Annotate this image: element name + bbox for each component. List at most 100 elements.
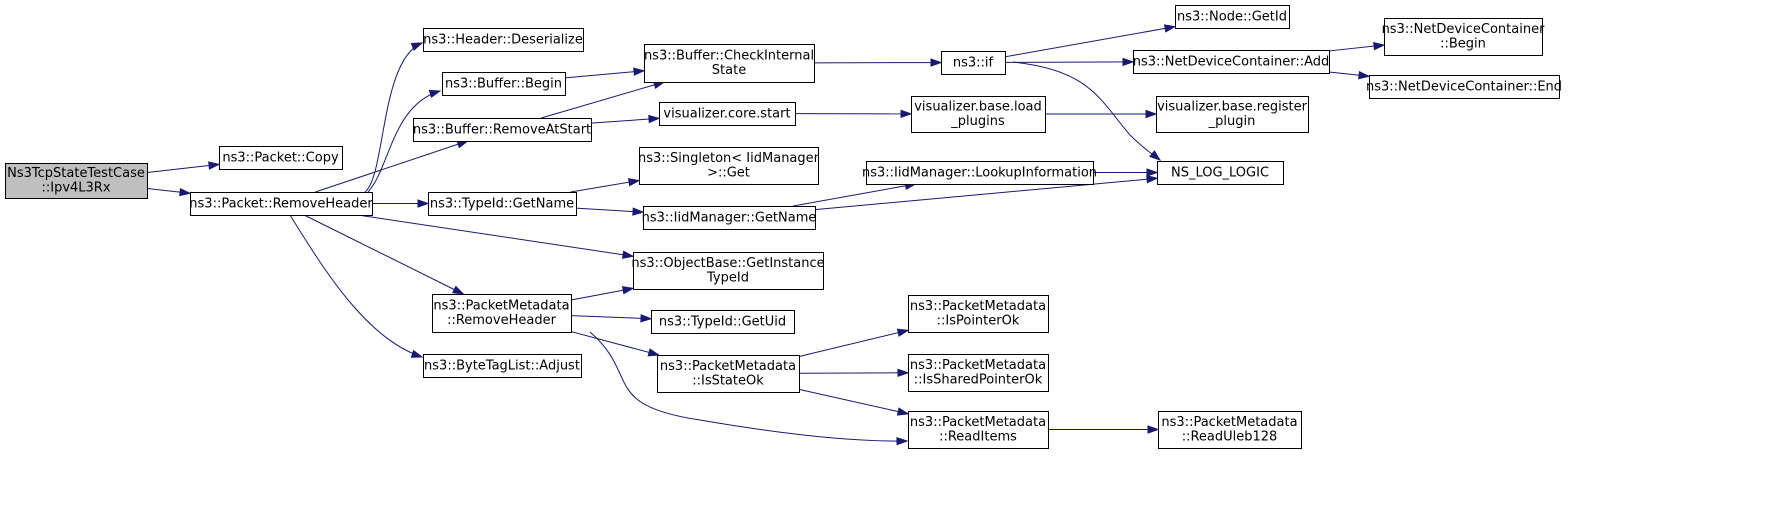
node-packet_removeheader[interactable]: ns3::Packet::RemoveHeader [189, 192, 373, 216]
node-label-line: ns3::TypeId::GetName [430, 196, 574, 211]
node-box [428, 192, 577, 216]
node-bytetaglist_adjust[interactable]: ns3::ByteTagList::Adjust [423, 354, 582, 378]
node-node_getid[interactable]: ns3::Node::GetId [1175, 5, 1290, 29]
node-typeid_getuid[interactable]: ns3::TypeId::GetUid [651, 310, 795, 334]
node-viz_base_register[interactable]: visualizer.base.register_plugin [1156, 96, 1309, 133]
node-pm_ispointerok[interactable]: ns3::PacketMetadata::IsPointerOk [908, 295, 1049, 333]
edge-viz_base_load-to-viz_base_register [1045, 109, 1158, 119]
edge-line [575, 207, 644, 213]
node-label-line: ns3::Packet::RemoveHeader [189, 196, 373, 211]
node-label-line: ns3::Buffer::CheckInternal [644, 49, 814, 64]
edge-ndc_add-to-ndc_begin [1328, 41, 1386, 52]
node-label-line: ::IsSharedPointerOk [914, 373, 1043, 388]
edge-line [315, 140, 468, 193]
node-ndc_add[interactable]: ns3::NetDeviceContainer::Add [1133, 50, 1330, 74]
arrowhead-icon [410, 349, 424, 358]
node-packet_copy[interactable]: ns3::Packet::Copy [219, 146, 343, 170]
node-header_deserialize[interactable]: ns3::Header::Deserialize [423, 28, 584, 52]
arrowhead-icon [627, 178, 641, 187]
arrowhead-icon [1163, 24, 1177, 33]
node-box [432, 294, 572, 333]
node-iid_lookup[interactable]: ns3::IidManager::LookupInformation [862, 161, 1097, 185]
node-pm_isstateok[interactable]: ns3::PacketMetadata::IsStateOk [657, 355, 800, 393]
arrowhead-icon [1122, 57, 1135, 67]
edge-pm_removeheader-to-typeid_getuid [570, 314, 653, 323]
node-box [633, 252, 824, 290]
node-buffer_removeatstart[interactable]: ns3::Buffer::RemoveAtStart [413, 118, 592, 142]
node-label-line: visualizer.base.register [1157, 100, 1308, 115]
node-label-line: ns3::IidManager::GetName [642, 210, 817, 225]
node-pm_readuleb128[interactable]: ns3::PacketMetadata::ReadUleb128 [1158, 411, 1302, 449]
edge-packet_removeheader-to-bytetaglist_adjust [289, 214, 424, 358]
node-ndc_end[interactable]: ns3::NetDeviceContainer::End [1366, 75, 1562, 99]
arrowhead-icon [647, 348, 661, 357]
edge-pm_isstateok-to-pm_ispointerok [798, 328, 910, 357]
node-label-line: ns3::ObjectBase::GetInstance [631, 256, 824, 271]
arrowhead-icon [621, 286, 635, 295]
node-ns3_if[interactable]: ns3::if [941, 51, 1006, 75]
edge-line [570, 331, 659, 356]
arrowhead-icon [632, 207, 645, 216]
node-label-line: ns3::NetDeviceContainer [1382, 22, 1546, 37]
node-box [1175, 5, 1290, 29]
node-box [657, 355, 800, 393]
edge-line [570, 287, 634, 301]
edge-line [541, 81, 665, 119]
node-label-line: ns3::Header::Deserialize [423, 32, 583, 47]
node-root[interactable]: Ns3TcpStateTestCase::Ipv4L3Rx [5, 163, 148, 199]
edge-ndc_add-to-ndc_end [1328, 71, 1371, 80]
node-singleton_get[interactable]: ns3::Singleton< IidManager>::Get [638, 147, 820, 185]
edge-ns3_if-to-ns_log_logic [1012, 61, 1162, 161]
node-label-line: ns3::NetDeviceContainer::End [1366, 79, 1562, 94]
node-pm_readitems[interactable]: ns3::PacketMetadata::ReadItems [908, 411, 1049, 449]
edge-packet_removeheader-to-objectbase_getinstance [357, 214, 635, 259]
edge-viz_core_start-to-viz_base_load [794, 109, 913, 119]
node-label-line: ns3::PacketMetadata [910, 358, 1046, 373]
node-viz_core_start[interactable]: visualizer.core.start [659, 102, 796, 126]
node-label-line: ns3::if [953, 55, 994, 70]
node-iid_getname[interactable]: ns3::IidManager::GetName [642, 206, 817, 230]
edge-pm_removeheader-to-pm_isstateok [570, 331, 661, 357]
node-label-line: ns3::ByteTagList::Adjust [424, 358, 580, 373]
arrowhead-icon [900, 109, 913, 119]
node-pm_issharedpointerok[interactable]: ns3::PacketMetadata::IsSharedPointerOk [908, 354, 1049, 392]
node-pm_removeheader[interactable]: ns3::PacketMetadata::RemoveHeader [432, 294, 572, 333]
arrowhead-icon [428, 89, 442, 98]
node-ndc_begin[interactable]: ns3::NetDeviceContainer::Begin [1382, 18, 1546, 56]
node-label-line: ::Ipv4L3Rx [41, 181, 110, 196]
node-viz_base_load[interactable]: visualizer.base.load_plugins [911, 96, 1046, 133]
arrowhead-icon [1146, 175, 1159, 184]
edge-buffer_checkinternal-to-ns3_if [813, 58, 943, 67]
node-box [1384, 18, 1543, 56]
edge-line [564, 70, 645, 79]
edge-pm_removeheader-to-pm_readitems [589, 331, 909, 446]
edge-line [590, 117, 660, 124]
node-typeid_getname[interactable]: ns3::TypeId::GetName [428, 192, 577, 216]
node-box [423, 28, 584, 52]
arrowhead-icon [896, 407, 910, 416]
node-label-line: ::IsStateOk [692, 374, 764, 389]
node-label-line: ns3::TypeId::GetUid [659, 314, 786, 329]
node-buffer_begin[interactable]: ns3::Buffer::Begin [442, 72, 566, 96]
node-label-line: ns3::Buffer::Begin [445, 76, 562, 91]
node-label-line: ns3::Packet::Copy [222, 150, 339, 165]
edge-typeid_getname-to-singleton_get [570, 178, 641, 193]
arrowhead-icon [648, 114, 661, 124]
edge-line [798, 329, 909, 357]
node-label-line: ns3::IidManager::LookupInformation [862, 165, 1097, 180]
function-nodes: Ns3TcpStateTestCase::Ipv4L3Rxns3::Packet… [5, 5, 1562, 449]
node-box [908, 295, 1049, 333]
node-label-line: ::Begin [1440, 37, 1486, 52]
node-label-line: ns3::NetDeviceContainer::Add [1133, 54, 1330, 69]
node-label-line: ns3::PacketMetadata [660, 359, 796, 374]
arrowhead-icon [930, 58, 943, 67]
node-box [651, 310, 795, 334]
node-ns_log_logic[interactable]: NS_LOG_LOGIC [1157, 161, 1284, 185]
node-label-line: State [712, 63, 746, 78]
edge-packet_removeheader-to-pm_removeheader [303, 214, 465, 295]
node-box [1156, 96, 1309, 133]
node-label-line: >::Get [707, 166, 750, 181]
